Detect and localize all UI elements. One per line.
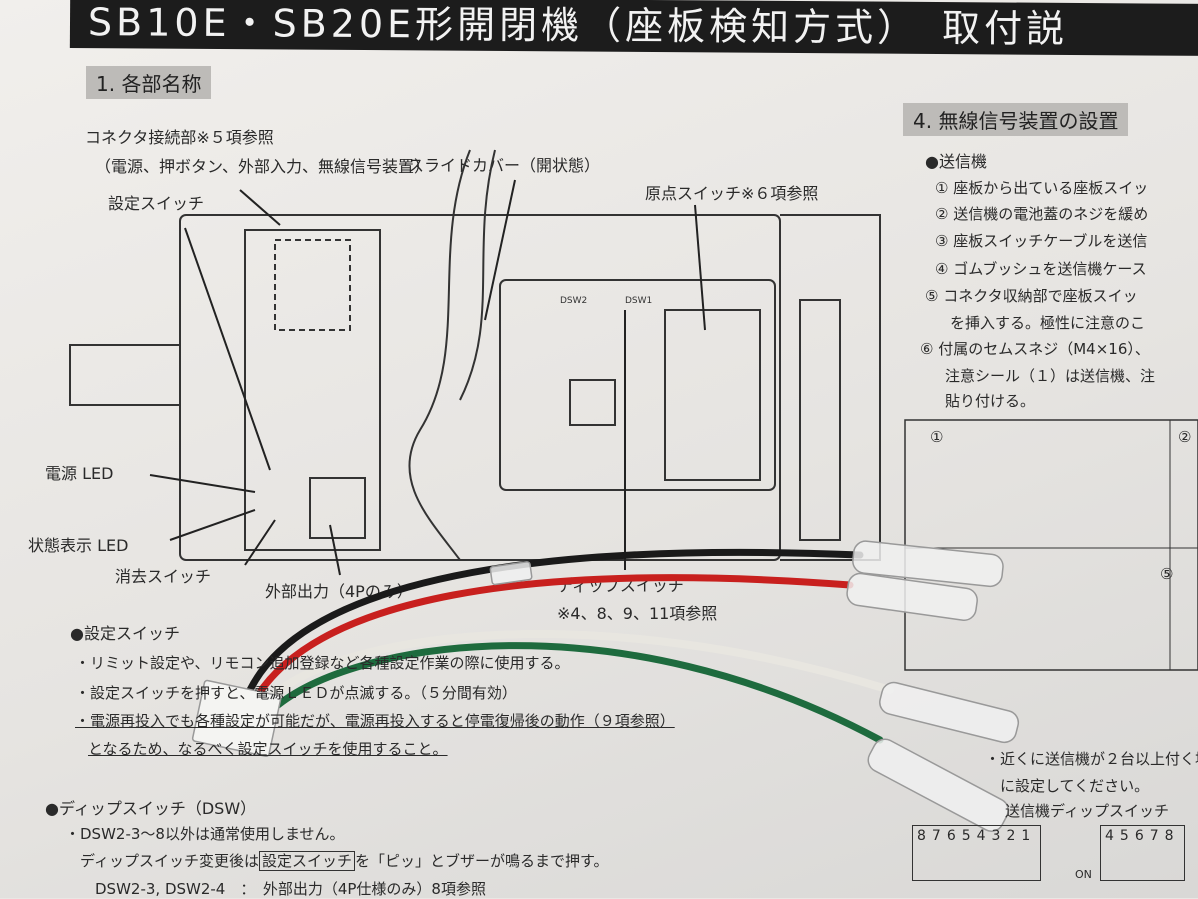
dip-line-1: ・DSW2-3～8以外は通常使用しません。 (65, 825, 345, 843)
figure-label: ① (930, 428, 944, 446)
install-figure (904, 419, 1198, 671)
terminal-sleeve (867, 738, 1009, 832)
wire-harness (246, 548, 894, 744)
dsw1-label: DSW1 (625, 296, 652, 306)
install-step: ④ ゴムブッシュを送信機ケース (935, 260, 1147, 278)
dip-line-2-box: 設定スイッチ (258, 851, 355, 871)
install-step: 貼り付ける。 (945, 392, 1036, 410)
dip-heading: ●ディップスイッチ（DSW） (45, 799, 257, 818)
label-connector: コネクタ接続部※５項参照 (85, 128, 274, 147)
label-origin-switch: 原点スイッチ※６項参照 (645, 184, 819, 203)
terminal-sleeve (846, 572, 978, 621)
dip-line-2: ディップスイッチ変更後は設定スイッチを「ピッ」とブザーが鳴るまで押す。 (80, 850, 608, 871)
wire-label-tag (489, 561, 533, 586)
setting-item: ・電源再投入でも各種設定が可能だが、電源再投入すると停電復帰後の動作（９項参照） (75, 712, 675, 730)
label-power-led: 電源 LED (45, 464, 114, 483)
install-step: ② 送信機の電池蓋のネジを緩め (935, 205, 1149, 223)
note-line: ・近くに送信機が２台以上付く場 (985, 750, 1198, 768)
label-clear-switch: 消去スイッチ (115, 567, 212, 586)
setting-item: ・リミット設定や、リモコン追加登録など各種設定作業の際に使用する。 (75, 654, 570, 672)
setting-item: となるため、なるべく設定スイッチを使用すること。 (88, 740, 448, 758)
setting-switch-heading: ●設定スイッチ (70, 624, 180, 643)
terminal-sleeve (852, 540, 1004, 588)
install-step: 注意シール（１）は送信機、注 (945, 367, 1156, 385)
terminal-sleeve (879, 681, 1020, 744)
transmitter-dip-switch: 87654321 (912, 825, 1042, 881)
install-step: を挿入する。極性に注意のこ (950, 314, 1146, 332)
setting-item: ・設定スイッチを押すと、電源ＬＥＤが点滅する。（５分間有効） (75, 684, 517, 702)
dsw2-label: DSW2 (560, 296, 587, 306)
label-dip-ref: ※4、8、9、11項参照 (557, 604, 718, 623)
transmitter-dip-switch-2: 45678 (1100, 825, 1185, 881)
label-slide-cover: スライドカバー（開状態） (408, 156, 601, 175)
figure-label: ⑤ (1160, 565, 1174, 583)
label-setting-switch: 設定スイッチ (108, 194, 205, 213)
figure-label: ② (1178, 428, 1192, 446)
install-step: ⑥ 付属のセムスネジ（M4×16）、 (920, 340, 1150, 358)
dip-line-3: DSW2-3, DSW2-4 ： 外部出力（4P仕様のみ）8項参照 (95, 880, 486, 898)
dip-line-2-post: を「ピッ」とブザーが鳴るまで押す。 (354, 852, 609, 870)
dip-on-label: ON (1075, 868, 1092, 881)
section-4-title: 4. 無線信号装置の設置 (903, 103, 1129, 136)
section-1-title: 1. 各部名称 (86, 66, 212, 99)
note-line: に設定してください。 (1000, 777, 1150, 795)
label-connector-sub: （電源、押ボタン、外部入力、無線信号装置） (95, 157, 431, 176)
connector-housing (191, 679, 282, 758)
install-step: ① 座板から出ている座板スイッ (935, 179, 1149, 197)
install-step: ③ 座板スイッチケーブルを送信 (935, 232, 1148, 250)
transmitter-dip-label: 送信機ディップスイッチ (1005, 802, 1169, 820)
install-step: ⑤ コネクタ収納部で座板スイッ (925, 287, 1138, 305)
label-status-led: 状態表示 LED (28, 536, 129, 555)
transmitter-heading: ●送信機 (925, 152, 987, 171)
dip-line-2-pre: ディップスイッチ変更後は (80, 852, 259, 870)
